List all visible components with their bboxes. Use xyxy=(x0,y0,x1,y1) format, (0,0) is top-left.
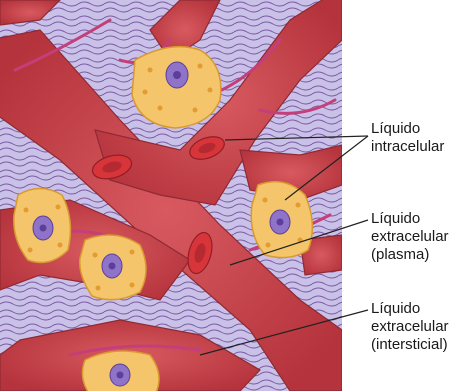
cell-right xyxy=(251,182,312,258)
label-interstitial-line2: extracelular xyxy=(371,318,449,336)
label-plasma-line2: extracelular xyxy=(371,228,449,246)
label-interstitial-line1: Líquido xyxy=(371,300,449,318)
label-intracellular-line1: Líquido xyxy=(371,120,444,138)
label-interstitial: Líquido extracelular (intersticial) xyxy=(371,300,449,354)
cell-bottom xyxy=(82,351,159,391)
label-intracellular-line2: intracelular xyxy=(371,138,444,156)
cell-top xyxy=(132,47,221,128)
cell-left-upper xyxy=(14,189,71,263)
label-intracellular: Líquido intracelular xyxy=(371,120,444,156)
label-plasma: Líquido extracelular (plasma) xyxy=(371,210,449,264)
label-plasma-line3: (plasma) xyxy=(371,246,449,264)
label-plasma-line1: Líquido xyxy=(371,210,449,228)
cell-left-lower xyxy=(80,235,146,300)
label-interstitial-line3: (intersticial) xyxy=(371,336,449,354)
